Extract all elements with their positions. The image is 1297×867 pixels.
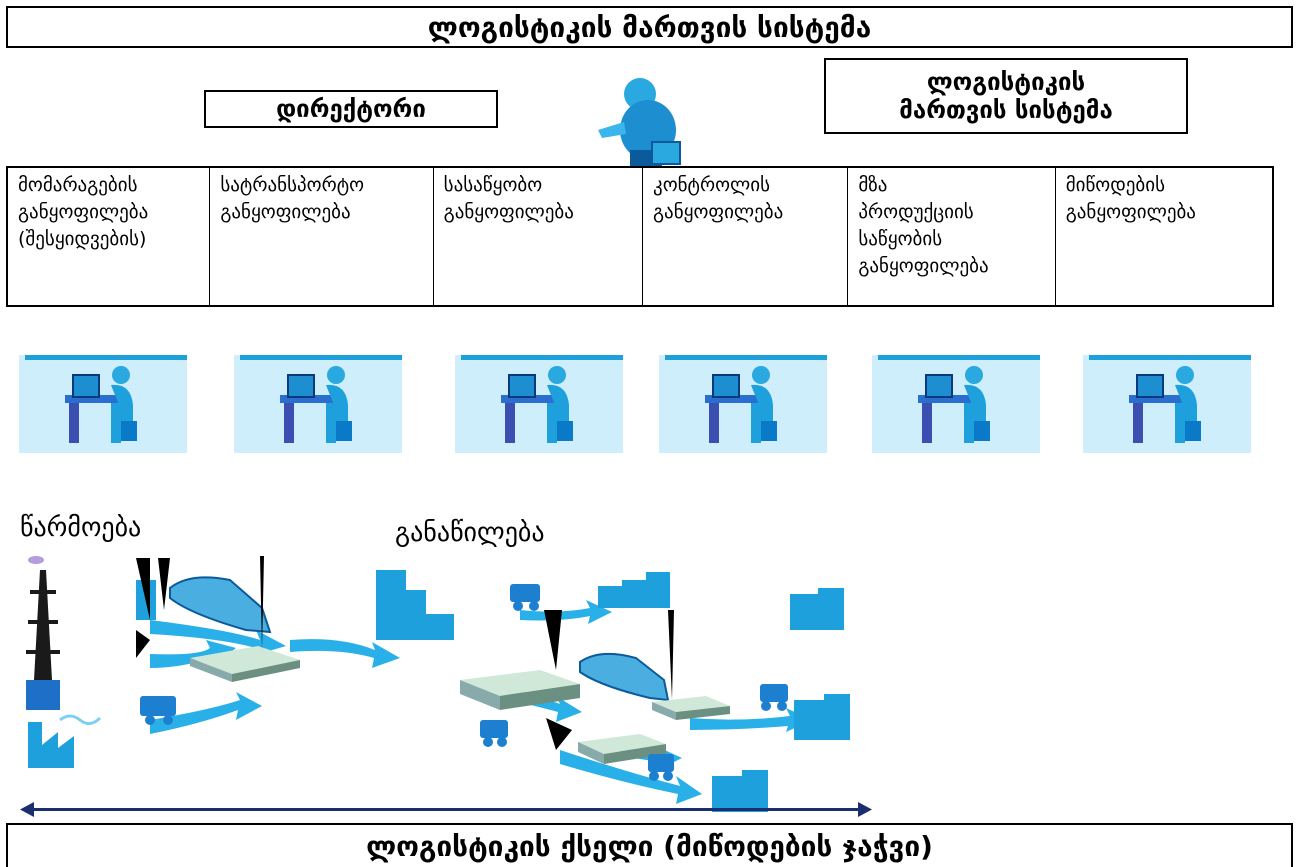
worker-at-desk-icon — [280, 366, 352, 443]
worker-at-desk-icon — [918, 366, 990, 443]
workstation — [234, 355, 402, 453]
dept-warehouse: სასაწყობო განყოფილება — [434, 168, 643, 305]
dept-finished-goods: მზა პროდუქციის საწყობის განყოფილება — [848, 168, 1056, 305]
worker-at-desk-icon — [705, 366, 777, 443]
office-building-icon — [794, 694, 850, 740]
truck-icon — [510, 584, 540, 611]
dept-transport: სატრანსპორტო განყოფილება — [210, 168, 434, 305]
workstation — [455, 355, 623, 453]
dept-supply: მომარაგების განყოფილება (შესყიდვების) — [8, 168, 211, 305]
workstation — [872, 355, 1040, 453]
oil-derrick-icon — [26, 556, 60, 710]
network-title: ლოგისტიკის ქსელი (მიწოდების ჯაჭვი) — [6, 823, 1293, 867]
truck-icon — [760, 684, 788, 711]
workstation — [19, 355, 187, 453]
truck-icon — [480, 720, 508, 747]
manager-person-icon — [598, 78, 681, 168]
warehouse-icon — [578, 734, 666, 764]
distribution-label: განაწილება — [395, 518, 545, 548]
worker-at-desk-icon — [65, 366, 137, 443]
truck-icon — [648, 754, 674, 781]
office-building-icon — [598, 572, 670, 608]
truck-icon — [140, 696, 176, 725]
system-title: ლოგისტიკის მართვის სისტემა — [6, 6, 1293, 48]
train-icon — [579, 652, 670, 702]
supply-chain-arrow — [20, 802, 872, 817]
train-icon — [169, 576, 272, 634]
dept-control: კონტროლის განყოფილება — [643, 168, 849, 305]
production-label: წარმოება — [20, 513, 142, 543]
worker-at-desk-icon — [1129, 366, 1201, 443]
office-building-icon — [376, 570, 454, 640]
office-building-icon — [712, 770, 768, 812]
workstation — [659, 355, 827, 453]
dept-delivery: მიწოდების განყოფილება — [1065, 174, 1196, 223]
logistics-network-illustration — [20, 556, 872, 817]
workstation — [1083, 355, 1251, 453]
worker-at-desk-icon — [501, 366, 573, 443]
lms-box: ლოგისტიკის მართვის სისტემა — [824, 58, 1188, 134]
departments-table: მომარაგების განყოფილება (შესყიდვების) სა… — [6, 166, 1274, 307]
factory-icon — [28, 714, 102, 768]
warehouse-icon — [190, 646, 300, 682]
office-building-icon — [790, 588, 844, 630]
warehouse-icon — [460, 670, 580, 710]
warehouse-icon — [652, 696, 730, 720]
director-box: დირექტორი — [204, 90, 498, 128]
